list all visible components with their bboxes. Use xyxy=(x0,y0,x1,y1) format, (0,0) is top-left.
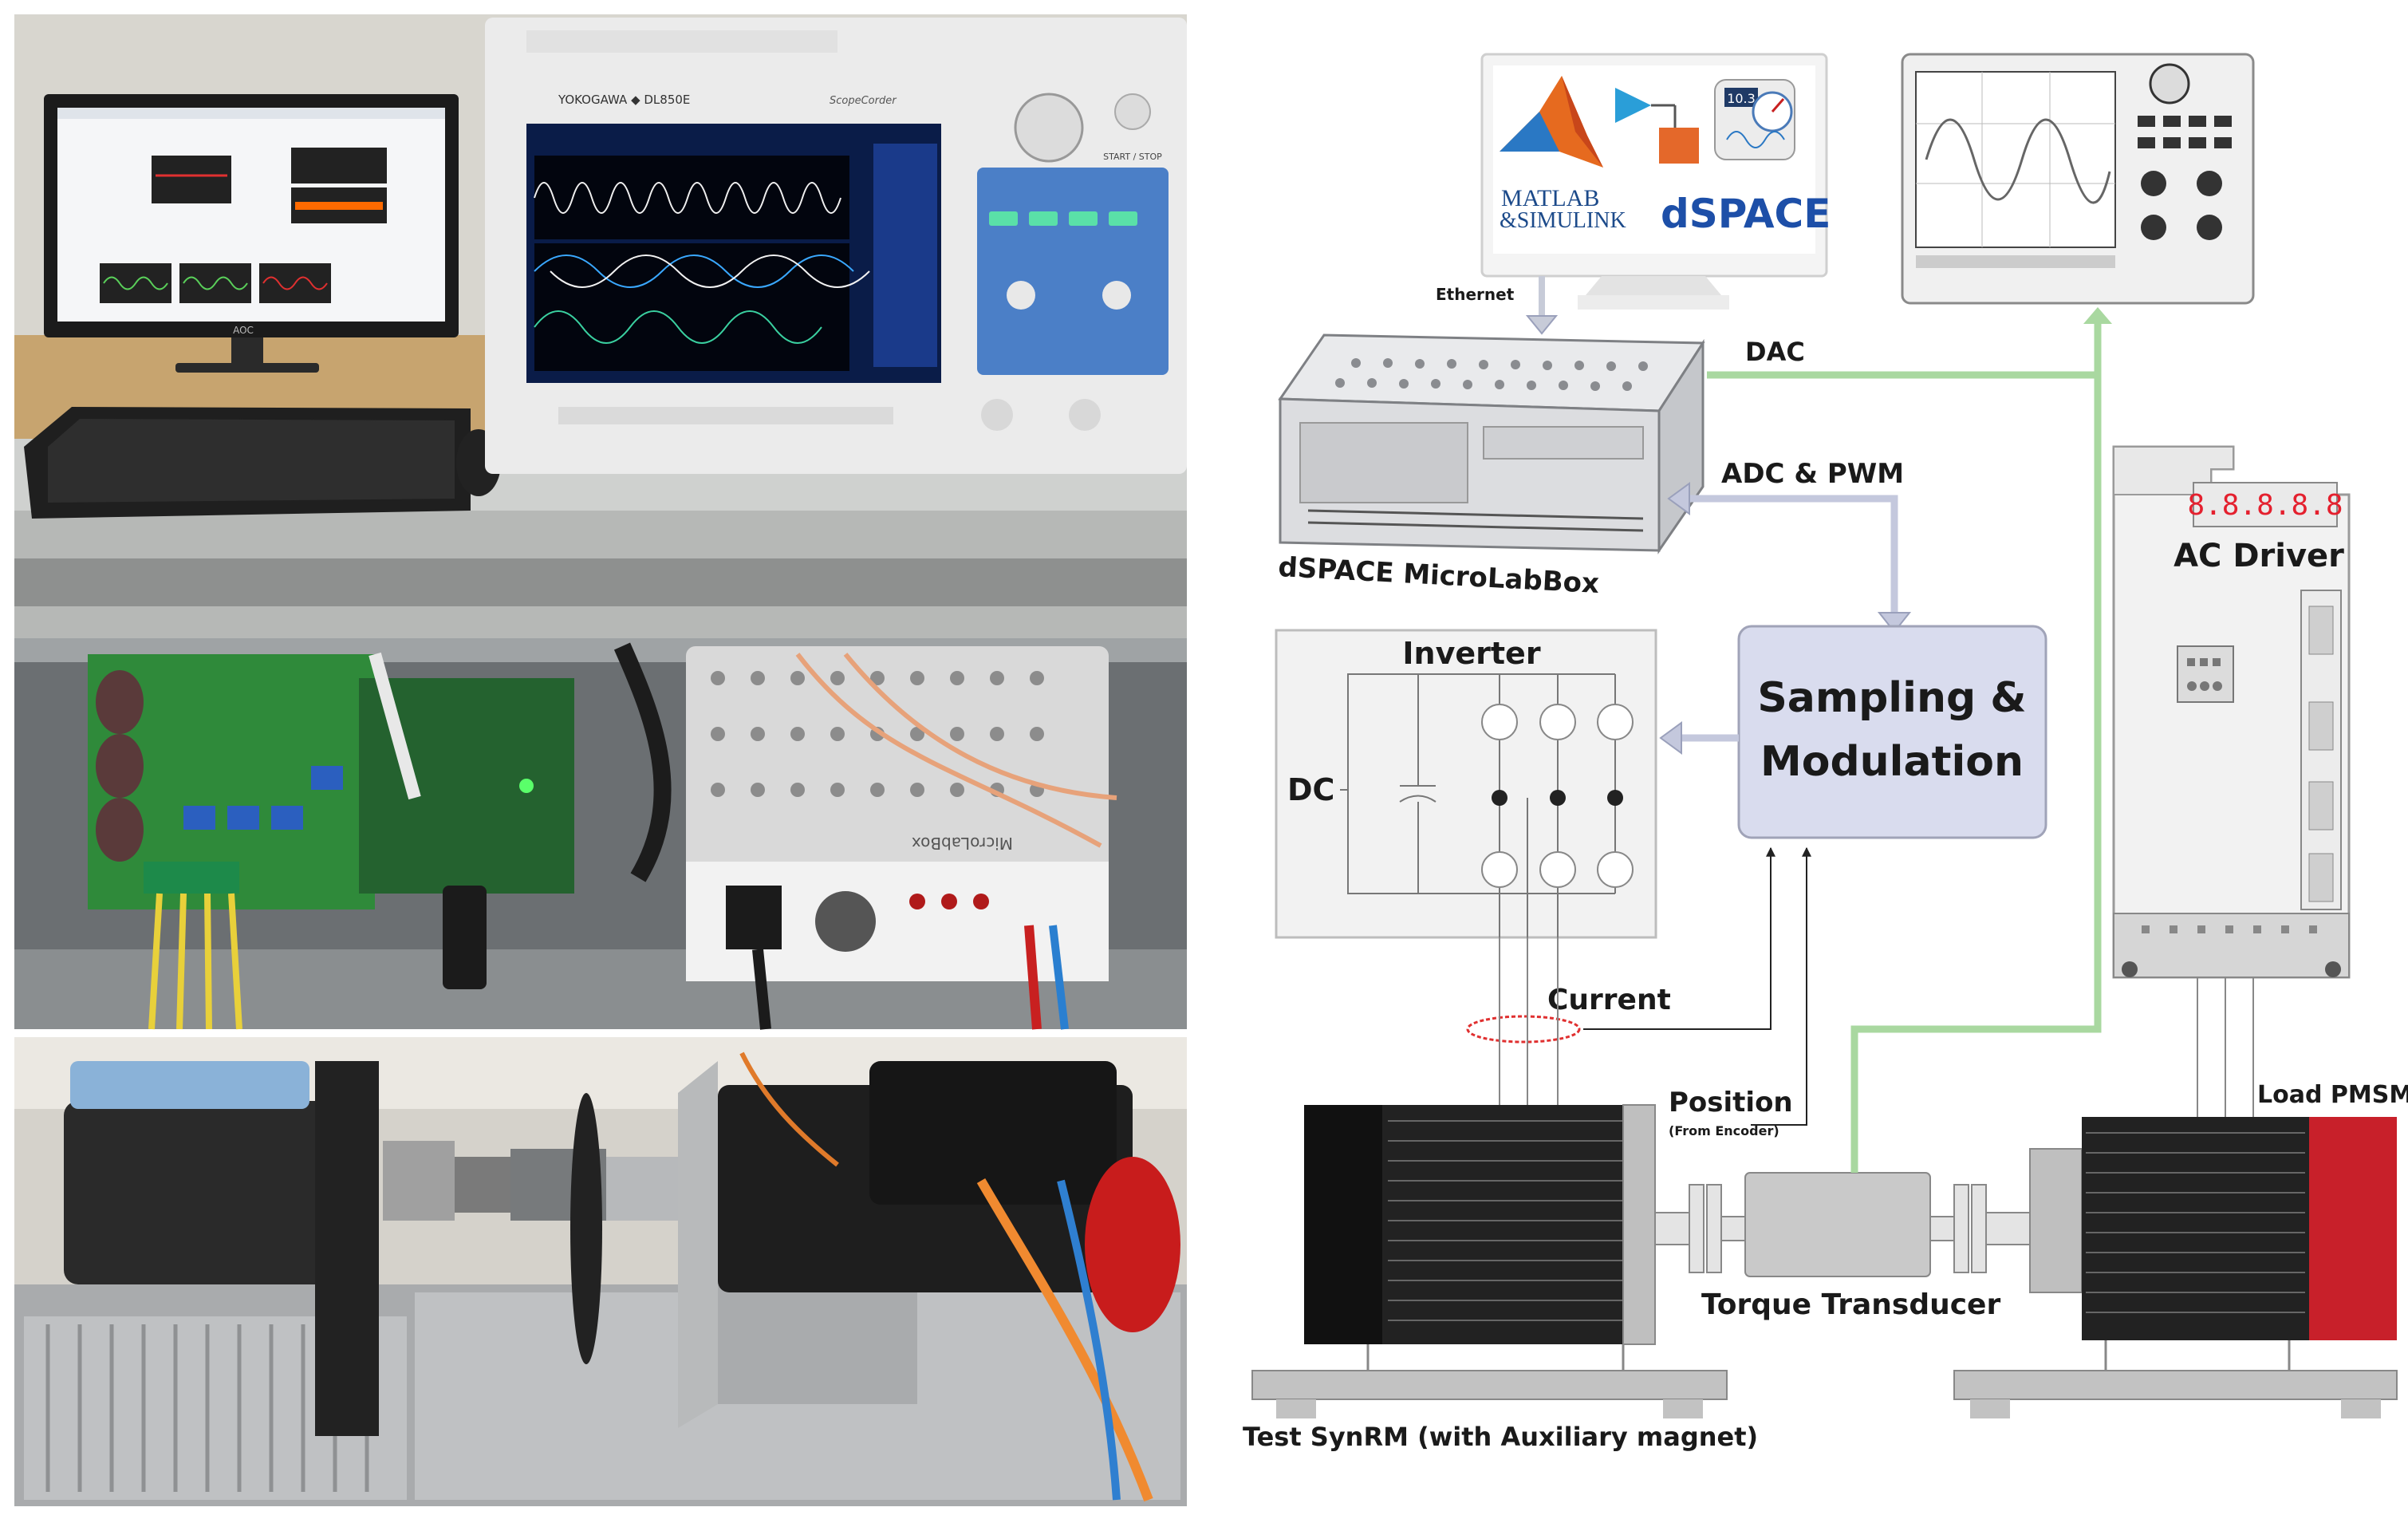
current-feedback-line xyxy=(1583,846,1775,1030)
torque-transducer-label: Torque Transducer xyxy=(1701,1288,2000,1321)
oscilloscope-icon xyxy=(1901,53,2255,305)
matlab-text: MATLAB xyxy=(1501,185,1599,211)
load-pmsm-label: Load PMSM xyxy=(2257,1081,2408,1109)
matlab-logo-icon xyxy=(1500,76,1603,168)
inverter-label: Inverter xyxy=(1402,636,1540,671)
photo-monitor: AOC xyxy=(44,94,459,373)
position-feedback-line xyxy=(1751,846,1811,1126)
position-label: Position xyxy=(1669,1087,1793,1119)
test-bench-photo: AOC YOKOGAWA ◆ DL850E ScopeCorder xyxy=(0,0,1196,1519)
from-encoder-label: (From Encoder) xyxy=(1669,1123,1779,1138)
inverter-block: Inverter DC xyxy=(1275,629,1657,939)
microlabbox-caption: dSPACE MicroLabBox xyxy=(1278,551,1600,600)
gauge-value: 10.3 xyxy=(1727,91,1756,106)
dc-label: DC xyxy=(1287,772,1334,807)
test-synrm-motor xyxy=(1251,1104,1728,1418)
microlabbox-label: MicroLabBox xyxy=(912,834,1013,853)
sampling-modulation-block: Sampling & Modulation xyxy=(1737,625,2047,839)
test-synrm-label: Test SynRM (with Auxiliary magnet) xyxy=(1243,1422,1758,1452)
adc-pwm-label: ADC & PWM xyxy=(1721,458,1904,490)
dspace-microlabbox-icon xyxy=(1278,333,1705,554)
current-label: Current xyxy=(1547,984,1671,1016)
photo-panel-desk: AOC YOKOGAWA ◆ DL850E ScopeCorder xyxy=(14,14,1187,638)
photo-keyboard xyxy=(24,407,501,519)
host-pc-monitor: 10.3 MATLAB &SIMULINK dSPACE xyxy=(1480,53,1831,310)
dspace-logo-text: dSPACE xyxy=(1661,191,1831,237)
gauge-icon: 10.3 xyxy=(1714,79,1795,160)
sampling-label-line1: Sampling & xyxy=(1757,674,2026,722)
sampling-label-line2: Modulation xyxy=(1760,738,2024,786)
ethernet-label: Ethernet xyxy=(1436,285,1515,304)
ac-driver: 8.8.8.8.8 AC Driver xyxy=(2112,445,2351,979)
shaft-coupling xyxy=(1654,1184,2031,1273)
driver-display: 8.8.8.8.8 xyxy=(2187,489,2343,522)
adc-pwm-arrow xyxy=(1683,495,1898,614)
modulation-to-inverter-arrow xyxy=(1659,721,1739,755)
current-sensor-ellipse xyxy=(1466,1015,1581,1044)
ethernet-arrow xyxy=(1525,276,1559,335)
scope-brand: YOKOGAWA ◆ DL850E xyxy=(558,93,690,107)
monitor-brand: AOC xyxy=(233,325,254,336)
photo-oscilloscope: YOKOGAWA ◆ DL850E ScopeCorder START / ST… xyxy=(485,18,1187,474)
load-pmsm-motor xyxy=(1953,1117,2398,1418)
simulink-text: &SIMULINK xyxy=(1500,208,1626,233)
scope-series: ScopeCorder xyxy=(830,95,897,107)
torque-signal-line xyxy=(1850,375,2102,1173)
scope-start-stop: START / STOP xyxy=(1103,152,1162,162)
photo-panel-motors xyxy=(14,1037,1187,1506)
simulink-block-icon xyxy=(1615,88,1699,164)
ac-driver-label: AC Driver xyxy=(2174,538,2344,574)
torque-transducer xyxy=(1744,1172,1931,1277)
photo-panel-electronics: MicroLabBox xyxy=(14,638,1187,1030)
dac-label: DAC xyxy=(1745,337,1805,367)
